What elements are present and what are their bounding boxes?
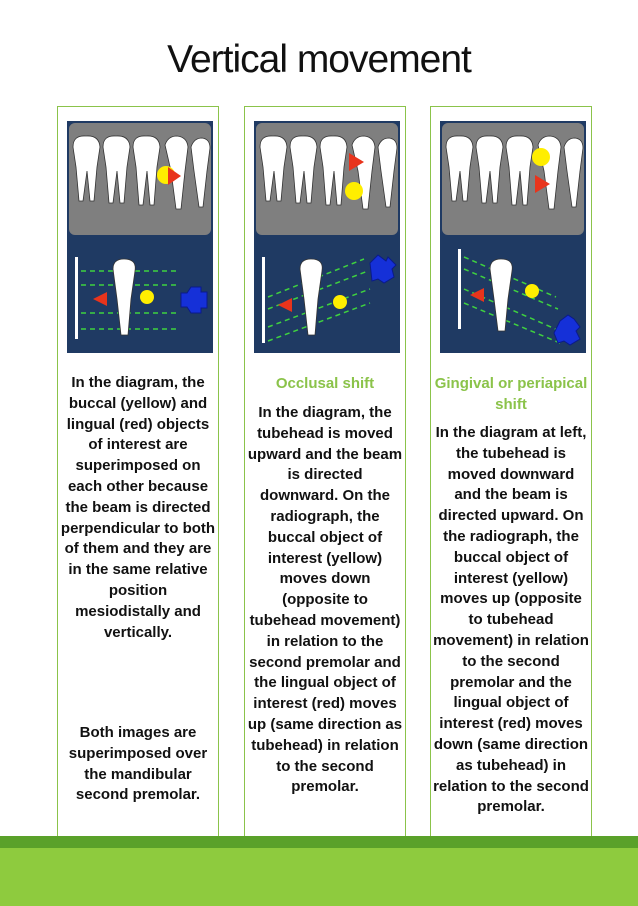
buccal-object-yellow	[532, 148, 550, 166]
column-superimposed: In the diagram, the buccal (yellow) and …	[57, 106, 219, 882]
diagram-superimposed	[67, 121, 213, 353]
column-paragraph: In the diagram, the tubehead is moved up…	[247, 404, 403, 796]
buccal-object-yellow	[345, 182, 363, 200]
diagram-occlusal-shift	[254, 121, 400, 353]
diagram-gingival-shift	[440, 121, 586, 353]
lingual-object-red	[349, 153, 364, 171]
tubehead	[553, 314, 581, 346]
teeth-row	[259, 135, 398, 210]
premolar-tooth	[112, 258, 136, 336]
column-paragraph: In the diagram, the buccal (yellow) and …	[60, 374, 216, 641]
column-subtitle: Occlusal shift	[275, 375, 375, 392]
diagram-superimposed-svg	[67, 121, 213, 353]
column-subtitle: Gingival or periapical shift	[434, 375, 588, 413]
diagram-occlusal-svg	[254, 121, 400, 353]
lingual-object-red-bottom	[93, 292, 107, 306]
page-title: Vertical movement	[167, 38, 472, 81]
premolar-tooth	[299, 258, 323, 336]
column-paragraph-2: Both images are superimposed over the ma…	[68, 724, 208, 804]
teeth-row	[72, 135, 211, 210]
buccal-object-yellow-bottom	[140, 290, 154, 304]
beam-lines	[267, 258, 371, 342]
column-occlusal-shift: Occlusal shift In the diagram, the tubeh…	[244, 106, 406, 882]
lingual-object-red	[535, 175, 550, 193]
tubehead	[369, 254, 397, 284]
premolar-tooth	[489, 258, 513, 332]
column-paragraph: In the diagram at left, the tubehead is …	[433, 424, 589, 816]
footer-band-light	[0, 848, 638, 906]
footer-band-dark	[0, 836, 638, 848]
film-line	[75, 257, 78, 339]
buccal-object-yellow-bottom	[525, 284, 539, 298]
beam-lines	[463, 256, 561, 344]
tubehead	[180, 286, 208, 314]
lingual-object-red-bottom	[470, 288, 484, 302]
film-line	[262, 257, 265, 343]
teeth-row	[445, 135, 584, 210]
buccal-object-yellow-bottom	[333, 295, 347, 309]
column-gingival-shift: Gingival or periapical shift In the diag…	[430, 106, 592, 882]
lingual-object-red-bottom	[278, 298, 292, 312]
diagram-gingival-svg	[440, 121, 586, 353]
lingual-object-red	[168, 167, 181, 185]
film-line	[458, 249, 461, 329]
